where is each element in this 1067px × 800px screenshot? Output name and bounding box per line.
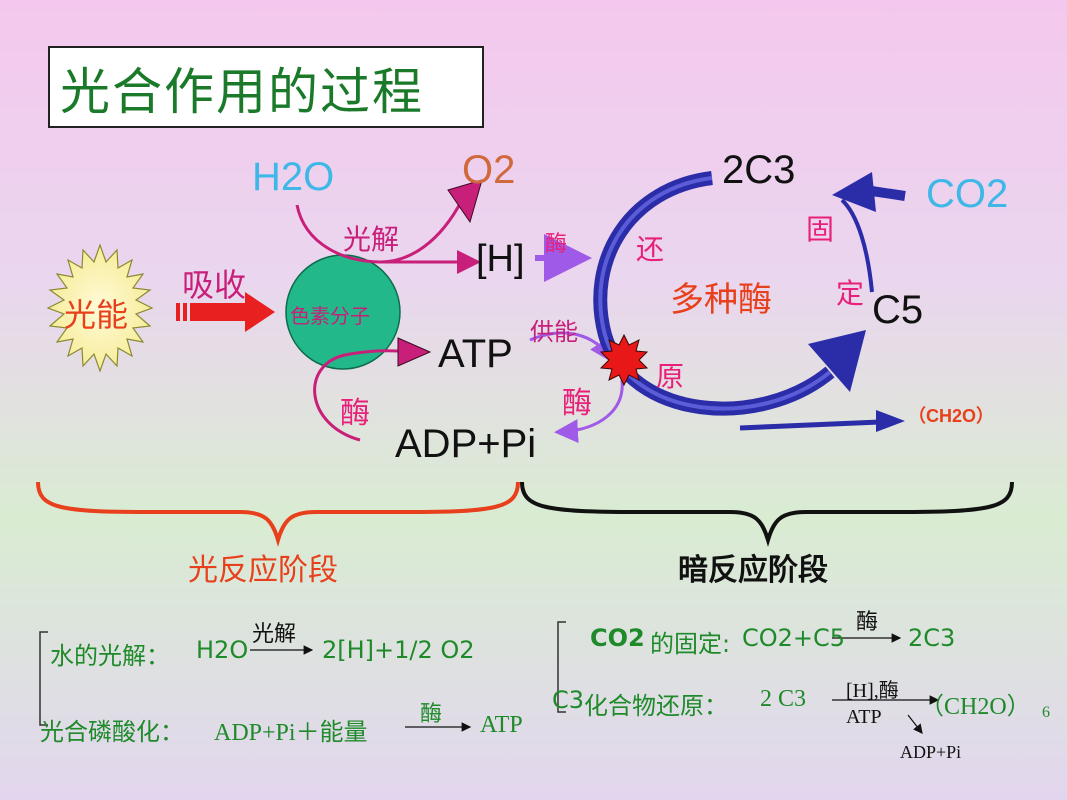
- absorb-arrow-tail: [176, 303, 180, 321]
- dark-stage-brace: [520, 481, 1014, 547]
- title-box: [48, 46, 484, 128]
- label-yuan: 原: [656, 361, 685, 392]
- label-ch2o: （CH2O）: [908, 406, 995, 426]
- eq-fix-co2: CO2: [590, 624, 645, 652]
- eq-red-condition-top: [H],酶: [846, 680, 899, 702]
- photolysis-arrow: [295, 199, 464, 264]
- label-enzyme-right: 酶: [562, 387, 592, 420]
- label-light-energy: 光能: [64, 297, 129, 333]
- eq-red-reactant: 2 C3: [760, 686, 807, 712]
- eq-fix-product: 2C3: [908, 624, 956, 652]
- adp-atp-arrow: [313, 349, 413, 442]
- eq-red-subscript: 6: [1042, 704, 1050, 721]
- starburst-icon: [599, 333, 649, 387]
- eq-red-label: 化合物还原：: [584, 692, 728, 720]
- eq-red-c3: C3: [552, 686, 585, 714]
- eq-phos-product: ATP: [480, 712, 523, 738]
- page-title: 光合作用的过程: [60, 63, 424, 121]
- label-ding: 定: [836, 278, 865, 309]
- label-h2o: H2O: [252, 155, 335, 199]
- label-absorb: 吸收: [182, 267, 247, 303]
- equation-bracket-left: [39, 631, 48, 726]
- sun-icon: [46, 243, 154, 373]
- eq-red-condition-bottom: ATP: [846, 706, 882, 728]
- eq-red-byproduct: ADP+Pi: [900, 742, 962, 762]
- label-co2: CO2: [926, 172, 1009, 216]
- eq-red-product: （CH2O）: [920, 694, 1031, 720]
- eq-phos-label: 光合磷酸化：: [40, 718, 184, 746]
- cycle-arc-highlight: [598, 176, 832, 411]
- fixation-arc: [840, 198, 874, 293]
- eq-fix-label: 的固定:: [650, 630, 731, 658]
- eq-water-condition: 光解: [252, 621, 297, 646]
- absorb-arrow-tail: [183, 303, 187, 321]
- eq-fix-condition: 酶: [856, 609, 879, 634]
- label-atp: ATP: [438, 332, 513, 376]
- light-stage-label: 光反应阶段: [188, 554, 338, 587]
- eq-water-label: 水的光解：: [50, 642, 170, 670]
- eq-fix-reactant: CO2+C5: [742, 624, 846, 652]
- atp-arrowhead: [397, 337, 432, 367]
- o2-arrowhead: [447, 179, 483, 224]
- label-enzyme-top: 酶: [545, 231, 568, 256]
- label-h: [H]: [476, 238, 525, 280]
- label-adp-pi: ADP+Pi: [395, 422, 537, 466]
- equation-bracket-right: [557, 621, 566, 713]
- label-gu: 固: [806, 214, 835, 245]
- label-huan: 还: [636, 234, 665, 265]
- eq-water-product: 2[H]+1/2 O2: [322, 636, 475, 664]
- label-supply-energy: 供能: [530, 319, 578, 346]
- label-multi-enzyme: 多种酶: [670, 281, 772, 319]
- cycle-arrowhead: [808, 330, 866, 392]
- eq-phos-reactant: ADP+Pi＋能量: [214, 720, 368, 746]
- label-2c3: 2C3: [722, 148, 796, 192]
- label-enzyme-left: 酶: [340, 397, 370, 430]
- ch2o-arrowhead: [876, 410, 905, 432]
- eq-water-h2o: H2O: [196, 636, 249, 664]
- eq-phos-condition: 酶: [420, 701, 443, 726]
- fixation-arrowhead: [832, 172, 876, 212]
- red-by-arrow: [907, 714, 923, 734]
- label-photolysis: 光解: [343, 224, 400, 255]
- label-o2: O2: [462, 148, 516, 192]
- label-pigment: 色素分子: [290, 306, 370, 328]
- adp-return-arrow: [554, 379, 624, 444]
- light-stage-brace: [36, 481, 520, 547]
- dark-stage-label: 暗反应阶段: [678, 554, 828, 587]
- ch2o-arrow: [739, 419, 881, 431]
- label-c5: C5: [872, 288, 924, 332]
- absorb-arrow: [190, 292, 275, 332]
